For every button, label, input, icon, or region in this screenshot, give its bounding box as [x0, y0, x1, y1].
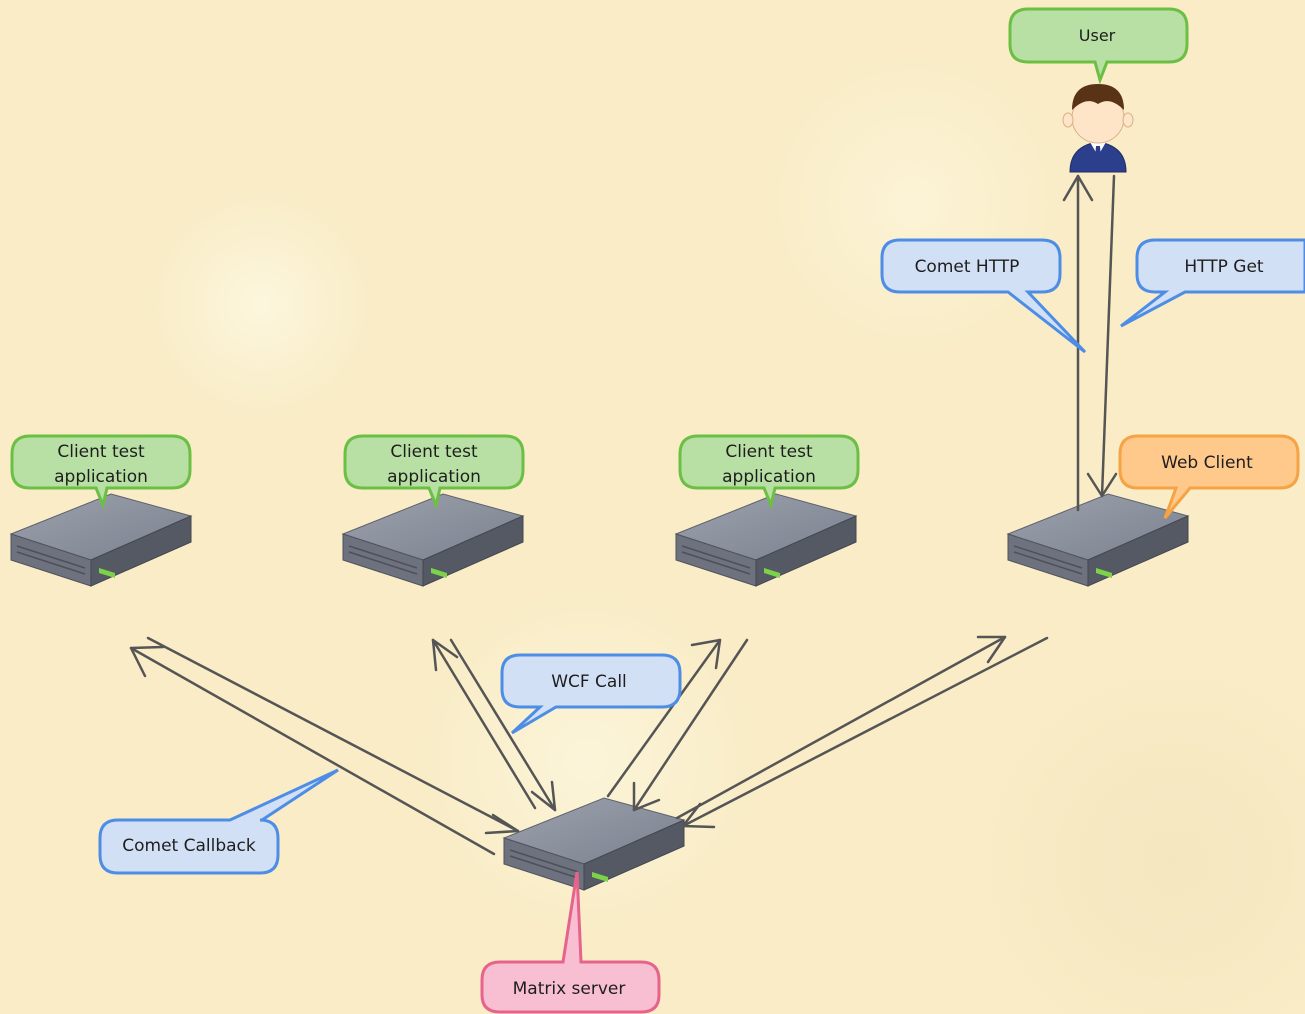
user-label: User: [1079, 26, 1116, 45]
user-icon[interactable]: [1062, 84, 1134, 173]
client3-label-line1: Client test: [725, 442, 813, 462]
comet-callback-label: Comet Callback: [122, 836, 256, 856]
http-get-label: HTTP Get: [1184, 257, 1264, 277]
web-client-label: Web Client: [1161, 453, 1253, 473]
user-callout: User: [1008, 7, 1189, 85]
web-client-server[interactable]: [1007, 493, 1189, 587]
client1-label-callout: Client test application: [10, 434, 192, 510]
client1-label-line2: application: [54, 467, 148, 487]
arrow-matrix-to-client1: [129, 646, 496, 856]
arrow-client3-to-matrix: [632, 638, 749, 812]
comet-http-label: Comet HTTP: [915, 257, 1020, 277]
comet-http-callout: Comet HTTP: [880, 238, 1087, 354]
client3-label-line2: application: [722, 467, 816, 487]
client-server-3[interactable]: [675, 493, 857, 587]
http-get-callout: HTTP Get: [1120, 238, 1305, 328]
client2-label-callout: Client test application: [343, 434, 525, 510]
client2-label-line2: application: [387, 467, 481, 487]
arrow-client1-to-matrix: [146, 636, 520, 833]
client-server-2[interactable]: [342, 493, 524, 587]
client2-label-line1: Client test: [390, 442, 478, 462]
arrow-matrix-to-client2: [431, 638, 537, 810]
client1-label-line1: Client test: [57, 442, 145, 462]
arrow-webclient-to-matrix: [681, 636, 1049, 828]
arrow-matrix-to-client3: [606, 638, 722, 798]
arrow-matrix-to-webclient: [675, 635, 1007, 820]
client3-label-callout: Client test application: [678, 434, 860, 510]
client-server-1[interactable]: [10, 493, 192, 587]
matrix-server-callout: Matrix server: [480, 871, 661, 1014]
arrow-user-to-webclient: [1100, 174, 1116, 498]
matrix-server[interactable]: [503, 797, 685, 891]
wcf-call-label: WCF Call: [551, 672, 627, 692]
comet-callback-callout: Comet Callback: [98, 768, 339, 875]
arrow-client2-to-matrix: [449, 638, 557, 812]
web-client-callout: Web Client: [1118, 434, 1300, 519]
wcf-call-callout: WCF Call: [500, 653, 682, 735]
connection-arrows: [129, 174, 1118, 856]
matrix-server-label: Matrix server: [513, 979, 626, 999]
